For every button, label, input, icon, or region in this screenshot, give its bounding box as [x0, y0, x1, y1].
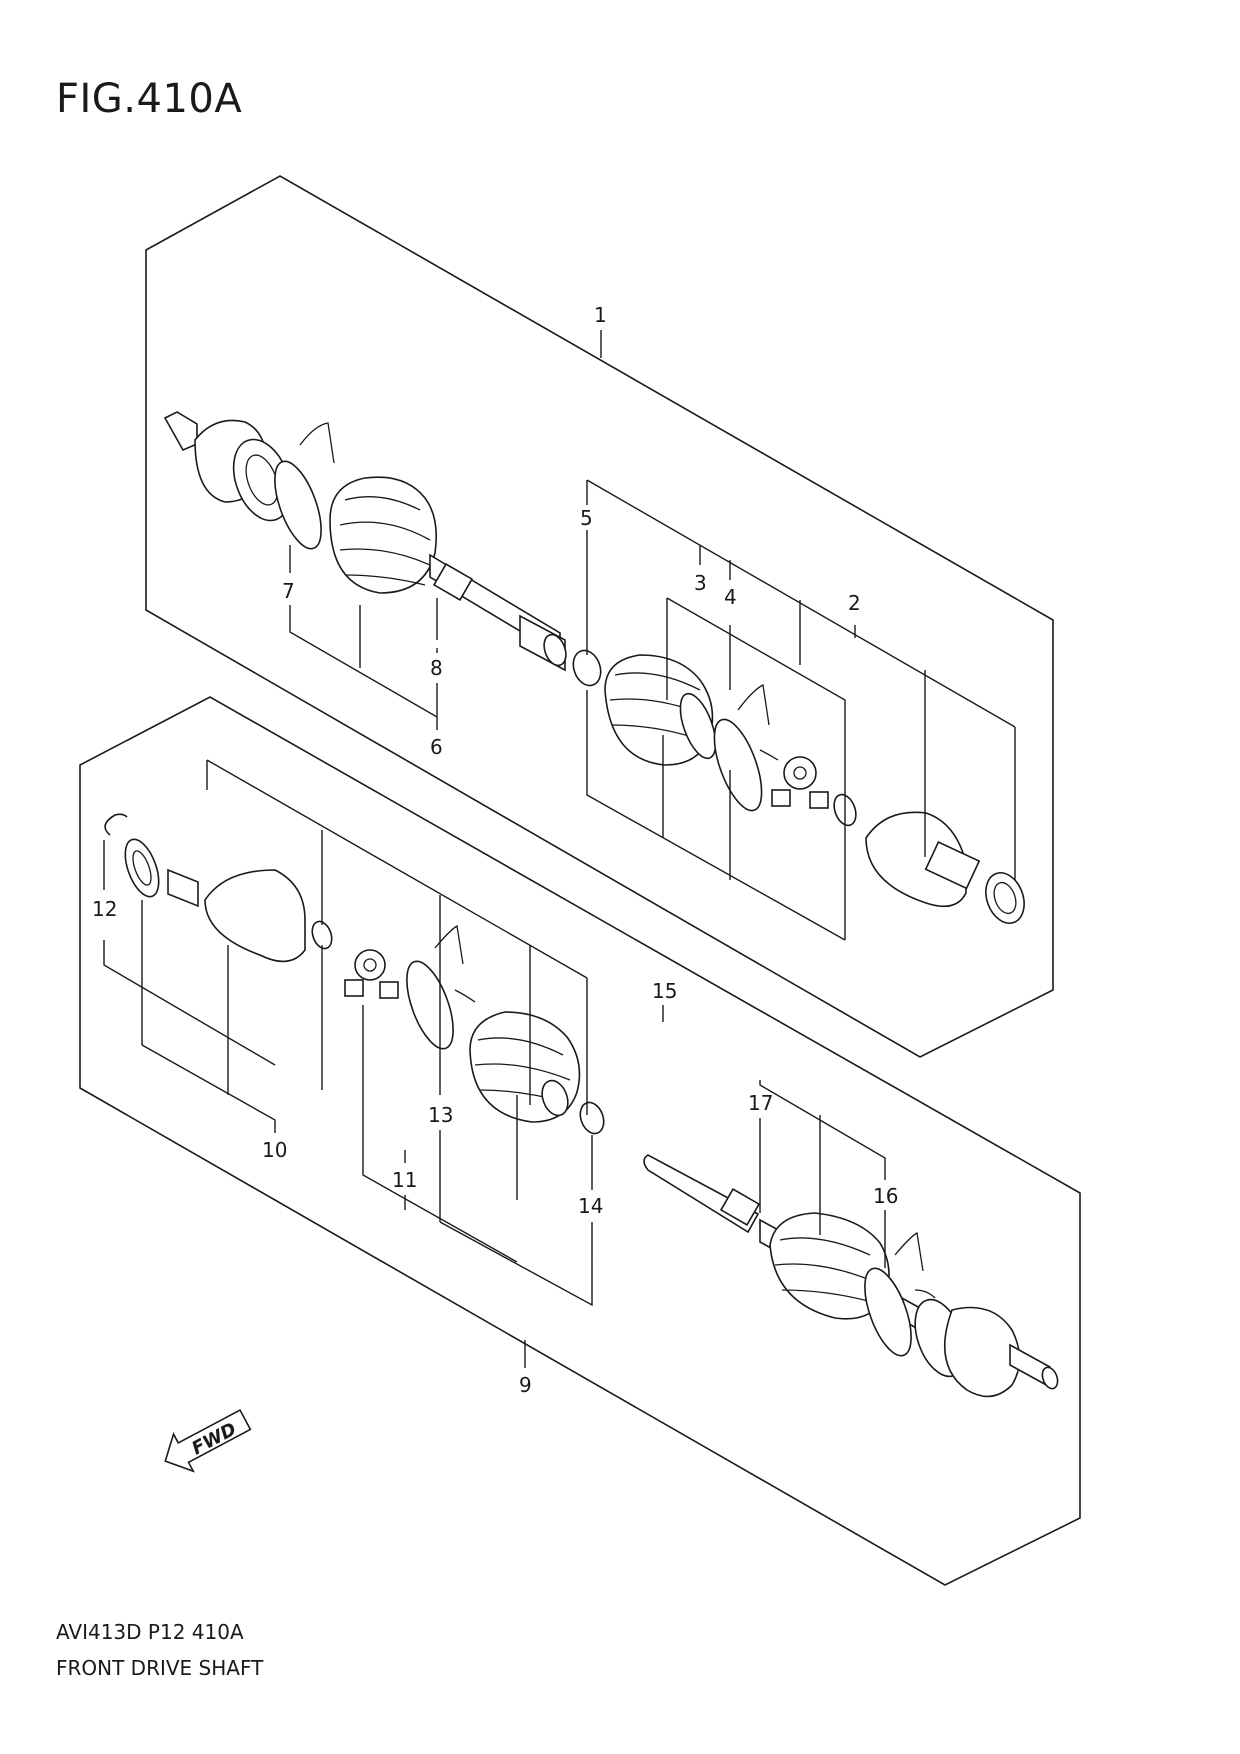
lower-circlip-12: [104, 813, 128, 836]
lower-circlip-10: [311, 920, 333, 950]
upper-oil-seal: [985, 872, 1025, 924]
callout-16: 16: [873, 1184, 898, 1208]
callout-8: 8: [430, 656, 443, 680]
lower-outer-boot-band: [864, 1231, 936, 1357]
upper-outer-boot: [329, 476, 438, 594]
callout-17: 17: [748, 1091, 773, 1115]
upper-inner-boot-band: [713, 684, 779, 812]
upper-outer-joint: [163, 411, 292, 522]
upper-shaft: [429, 553, 567, 672]
callout-14: 14: [578, 1194, 603, 1218]
callout-4: 4: [724, 585, 737, 609]
lower-oil-seal: [124, 838, 160, 898]
callout-12: 12: [92, 897, 117, 921]
callout-11: 11: [392, 1168, 417, 1192]
lower-inner-boot: [469, 1011, 581, 1123]
lower-inner-housing: [167, 868, 306, 963]
diagram-name: FRONT DRIVE SHAFT: [56, 1656, 264, 1680]
callout-5: 5: [580, 506, 593, 530]
callout-2: 2: [848, 591, 861, 615]
lower-boot-band-small: [579, 1101, 605, 1135]
callout-6: 6: [430, 735, 443, 759]
upper-assembly-frame: [145, 175, 1054, 1058]
diagram-code: AVI413D P12 410A: [56, 1620, 244, 1644]
lower-spider: [344, 949, 399, 999]
upper-inner-boot-band-small: [572, 649, 602, 687]
upper-spider: [771, 756, 829, 809]
callout-13: 13: [428, 1103, 453, 1127]
callout-7: 7: [282, 579, 295, 603]
upper-outer-boot-band: [274, 422, 335, 550]
leader-lines: [103, 330, 1016, 1368]
lower-assembly-frame: [79, 696, 1081, 1586]
callout-3: 3: [694, 571, 707, 595]
fwd-arrow-icon: FWD: [164, 1408, 252, 1473]
lower-inner-boot-band: [406, 924, 476, 1050]
lower-outer-joint: [914, 1298, 1059, 1398]
callout-9: 9: [519, 1373, 532, 1397]
figure-title: FIG.410A: [56, 76, 243, 122]
callout-15: 15: [652, 979, 677, 1003]
lower-outer-boot: [769, 1212, 890, 1320]
upper-inner-boot: [604, 654, 717, 766]
callout-1: 1: [594, 303, 607, 327]
upper-inner-housing: [865, 811, 981, 908]
callout-10: 10: [262, 1138, 287, 1162]
